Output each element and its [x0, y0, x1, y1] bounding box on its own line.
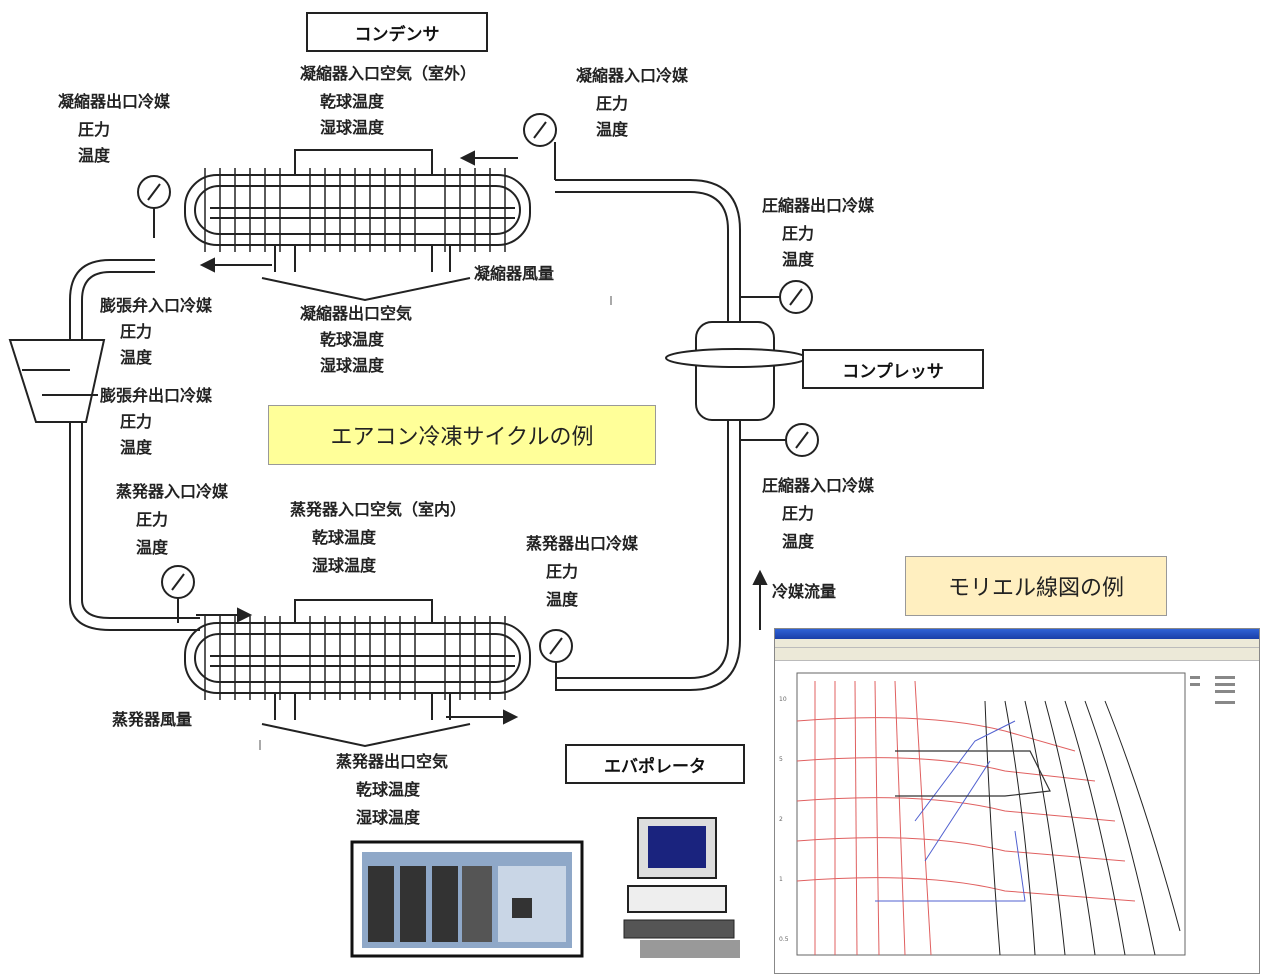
axis-tick-labels: 10 5 2 1 0.5	[779, 696, 789, 943]
mollier-example-note: モリエル線図の例	[905, 556, 1167, 616]
window-menu-bar	[775, 639, 1259, 648]
svg-text:2: 2	[779, 816, 783, 823]
evap-in-air-title: 蒸発器入口空気（室内）	[290, 500, 467, 519]
cond-in-air-drybulb: 乾球温度	[320, 92, 385, 111]
svg-text:1: 1	[779, 876, 783, 883]
evap-in-air-drybulb: 乾球温度	[312, 528, 377, 547]
data-logger-image	[350, 840, 584, 958]
cond-in-ref-temp: 温度	[596, 120, 629, 139]
exp-in-ref-pressure: 圧力	[120, 322, 153, 341]
cond-out-air-drybulb: 乾球温度	[320, 330, 385, 349]
expansion-valve	[8, 339, 106, 423]
cycle-outline	[895, 750, 1051, 797]
exp-in-ref-title: 膨張弁入口冷媒	[100, 296, 213, 315]
pc-image	[623, 817, 740, 958]
cond-out-ref-pressure: 圧力	[78, 120, 111, 139]
condenser-coil	[184, 149, 531, 302]
cond-out-air-title: 凝縮器出口空気	[300, 304, 413, 323]
evap-out-air-drybulb: 乾球温度	[356, 780, 421, 799]
exp-out-ref-pressure: 圧力	[120, 412, 153, 431]
evaporator-fins	[204, 616, 506, 700]
evap-out-ref-temp: 温度	[546, 590, 579, 609]
evap-out-air-title: 蒸発器出口空気	[336, 752, 449, 771]
compressor-box: コンプレッサ	[802, 349, 984, 389]
evap-in-ref-temp: 温度	[136, 538, 169, 557]
condenser-box: コンデンサ	[306, 12, 488, 52]
ref-flow-label: 冷媒流量	[772, 582, 837, 601]
exp-out-ref-title: 膨張弁出口冷媒	[100, 386, 213, 405]
condenser-fins	[204, 168, 506, 252]
mollier-chart-window: 10 5 2 1 0.5	[774, 628, 1260, 974]
comp-in-ref-title: 圧縮器入口冷媒	[762, 476, 875, 495]
svg-text:0.5: 0.5	[779, 936, 789, 943]
blue-lines	[875, 720, 1026, 902]
pipe-loop	[69, 179, 741, 691]
comp-out-ref-title: 圧縮器出口冷媒	[762, 196, 875, 215]
cond-in-ref-pressure: 圧力	[596, 94, 629, 113]
comp-out-ref-temp: 温度	[782, 250, 815, 269]
compressor	[665, 321, 807, 421]
cycle-example-note: エアコン冷凍サイクルの例	[268, 405, 656, 465]
cond-in-ref-title: 凝縮器入口冷媒	[576, 66, 689, 85]
comp-in-ref-temp: 温度	[782, 532, 815, 551]
flow-arrows	[196, 150, 768, 725]
evap-out-air-wetbulb: 湿球温度	[356, 808, 421, 827]
black-isentropes	[984, 700, 1181, 956]
evaporator-box: エバポレータ	[565, 744, 745, 784]
exp-out-ref-temp: 温度	[120, 438, 153, 457]
window-title-bar	[775, 629, 1259, 639]
cond-out-ref-temp: 温度	[78, 146, 111, 165]
exp-in-ref-temp: 温度	[120, 348, 153, 367]
cond-airflow-label: 凝縮器風量	[474, 264, 555, 283]
window-toolbar	[775, 648, 1259, 661]
comp-out-ref-pressure: 圧力	[782, 224, 815, 243]
evaporator-coil	[184, 599, 531, 748]
svg-text:10: 10	[779, 696, 787, 703]
evap-out-ref-pressure: 圧力	[546, 562, 579, 581]
evap-out-ref-title: 蒸発器出口冷媒	[526, 534, 639, 553]
cond-out-ref-title: 凝縮器出口冷媒	[58, 92, 171, 111]
evap-in-air-wetbulb: 湿球温度	[312, 556, 377, 575]
evap-in-ref-title: 蒸発器入口冷媒	[116, 482, 229, 501]
right-legend	[1190, 676, 1235, 704]
gauge-needles	[147, 121, 809, 655]
mollier-chart: 10 5 2 1 0.5	[779, 672, 1235, 956]
svg-text:5: 5	[779, 756, 783, 763]
comp-in-ref-pressure: 圧力	[782, 504, 815, 523]
evap-airflow-label: 蒸発器風量	[112, 710, 193, 729]
red-isotherms	[796, 680, 1136, 956]
evap-in-ref-pressure: 圧力	[136, 510, 169, 529]
cond-in-air-wetbulb: 湿球温度	[320, 118, 385, 137]
cond-out-air-wetbulb: 湿球温度	[320, 356, 385, 375]
cond-in-air-title: 凝縮器入口空気（室外）	[300, 64, 477, 83]
